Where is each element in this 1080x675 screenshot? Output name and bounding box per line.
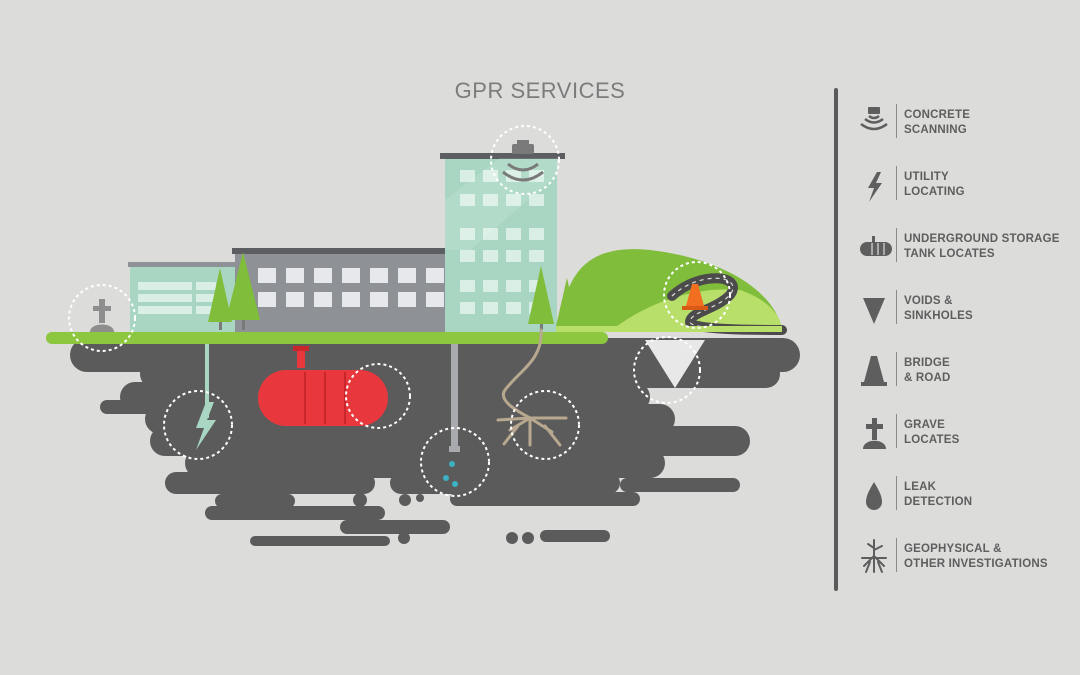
roots-icon xyxy=(861,539,887,573)
grave-marker xyxy=(90,299,114,332)
legend-item-grave-locates: GRAVE LOCATES xyxy=(852,410,1077,456)
sinkhole-icon xyxy=(863,298,885,324)
drop-icon xyxy=(866,482,882,510)
storage-tank xyxy=(258,346,388,426)
traffic-cone xyxy=(682,284,708,310)
legend-item-concrete-scanning: CONCRETE SCANNING xyxy=(852,100,1077,146)
legend-item-tank-locates: UNDERGROUND STORAGE TANK LOCATES xyxy=(852,224,1077,270)
lightning-icon xyxy=(868,172,882,202)
tree-roots xyxy=(496,328,568,447)
lightning xyxy=(196,402,216,450)
leak-pipe xyxy=(443,344,460,487)
legend-divider-bar xyxy=(834,88,838,591)
cone-icon xyxy=(861,356,887,386)
tank-icon xyxy=(860,236,892,256)
concrete-scanning-icon xyxy=(860,107,888,131)
sinkhole xyxy=(645,340,705,388)
legend-item-bridge-road: BRIDGE & ROAD xyxy=(852,348,1077,394)
gpr-scanner xyxy=(502,140,544,182)
legend-item-geophysical: GEOPHYSICAL & OTHER INVESTIGATIONS xyxy=(852,534,1077,580)
grass-strip xyxy=(46,332,608,344)
legend-item-voids-sinkholes: VOIDS & SINKHOLES xyxy=(852,286,1077,332)
utility-line xyxy=(205,344,209,418)
scan-circles xyxy=(68,125,731,497)
legend-item-utility-locating: UTILITY LOCATING xyxy=(852,162,1077,208)
trees xyxy=(208,252,578,330)
legend-item-leak-detection: LEAK DETECTION xyxy=(852,472,1077,518)
page-title: GPR SERVICES xyxy=(454,78,626,103)
middle-building xyxy=(232,248,464,333)
underground xyxy=(70,338,800,546)
grave-icon xyxy=(863,418,886,449)
